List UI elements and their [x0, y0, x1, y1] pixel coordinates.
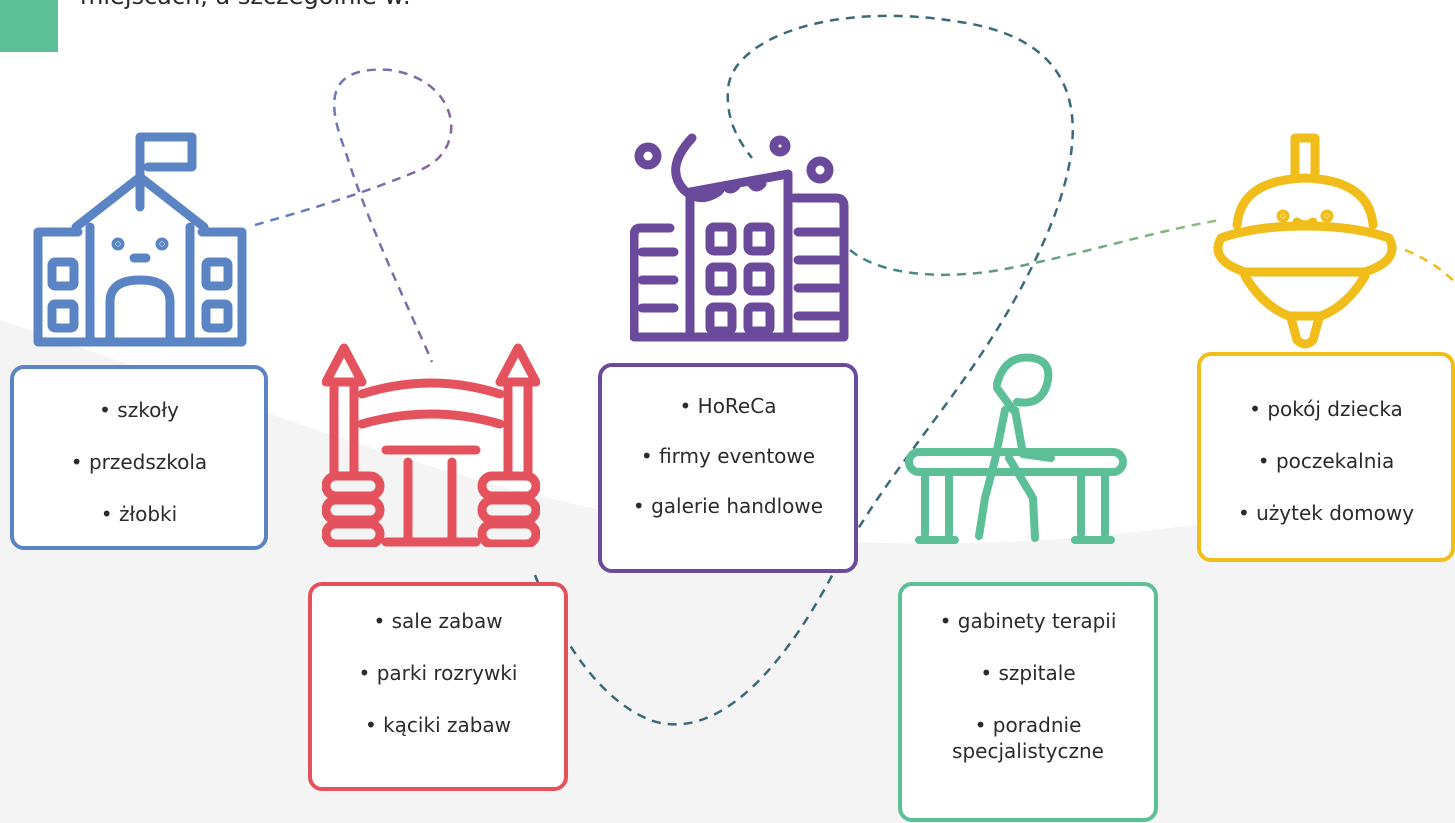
list-item: użytek domowy — [1238, 500, 1414, 526]
spinning-top-icon — [1213, 133, 1397, 349]
list-item: przedszkola — [71, 449, 207, 475]
card-therapy: gabinety terapii szpitale poradnie specj… — [898, 582, 1158, 822]
therapy-bench-icon — [905, 353, 1127, 544]
accent-square — [0, 0, 58, 52]
list-item: żłobki — [71, 501, 207, 527]
card-therapy-list: gabinety terapii szpitale poradnie specj… — [938, 608, 1118, 764]
card-playrooms: sale zabaw parki rozrywki kąciki zabaw — [308, 582, 568, 791]
card-education: szkoły przedszkola żłobki — [10, 365, 268, 550]
list-item: pokój dziecka — [1238, 396, 1414, 422]
list-item: szpitale — [938, 660, 1118, 686]
card-home: pokój dziecka poczekalnia użytek domowy — [1197, 352, 1455, 562]
intro-text: miejscach, a szczególnie w: — [80, 0, 411, 10]
list-item: poczekalnia — [1238, 448, 1414, 474]
card-home-list: pokój dziecka poczekalnia użytek domowy — [1238, 396, 1414, 526]
list-item: szkoły — [71, 397, 207, 423]
bounce-castle-icon — [322, 343, 540, 547]
card-education-list: szkoły przedszkola żłobki — [71, 397, 207, 527]
school-icon — [33, 132, 247, 347]
hotel-building-icon — [630, 133, 849, 342]
card-playrooms-list: sale zabaw parki rozrywki kąciki zabaw — [359, 608, 518, 738]
card-horeca: HoReCa firmy eventowe galerie handlowe — [598, 363, 858, 573]
list-item: parki rozrywki — [359, 660, 518, 686]
list-item: sale zabaw — [359, 608, 518, 634]
list-item: poradnie specjalistyczne — [938, 712, 1118, 764]
list-item: gabinety terapii — [938, 608, 1118, 634]
list-item: kąciki zabaw — [359, 712, 518, 738]
list-item: firmy eventowe — [633, 443, 823, 469]
list-item: HoReCa — [633, 393, 823, 419]
card-horeca-list: HoReCa firmy eventowe galerie handlowe — [633, 393, 823, 519]
list-item: galerie handlowe — [633, 493, 823, 519]
